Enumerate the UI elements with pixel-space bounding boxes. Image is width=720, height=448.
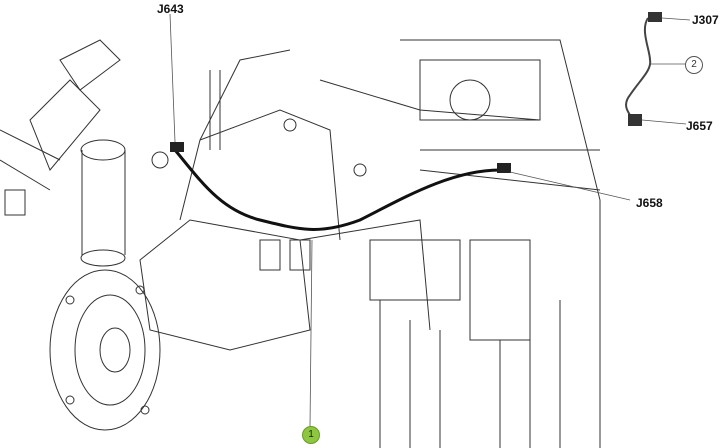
- connector-label-j657: J657: [686, 119, 713, 133]
- connector-label-j643: J643: [157, 2, 184, 16]
- connector-label-j658: J658: [636, 196, 663, 210]
- callout-2: 2: [685, 56, 703, 74]
- connector-label-j307: J307: [692, 13, 719, 27]
- callout-1: 1: [302, 426, 320, 444]
